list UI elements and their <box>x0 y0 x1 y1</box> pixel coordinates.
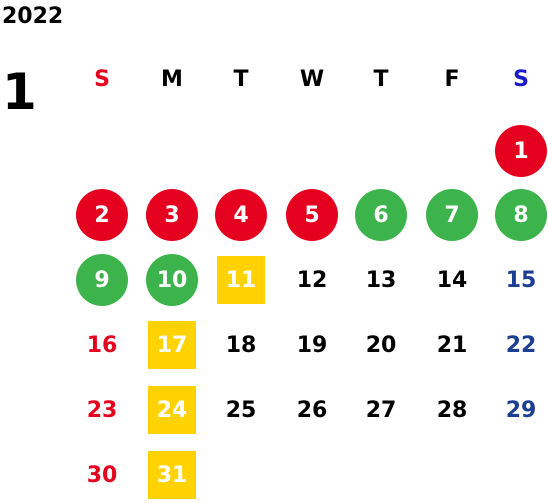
day-18[interactable]: 18 <box>225 332 257 358</box>
day-9[interactable]: 9 <box>76 254 128 306</box>
day-25[interactable]: 25 <box>225 397 257 423</box>
weekday-thursday: T <box>373 67 389 92</box>
day-26[interactable]: 26 <box>296 397 328 423</box>
day-6[interactable]: 6 <box>355 189 407 241</box>
day-31[interactable]: 31 <box>148 451 196 499</box>
day-22[interactable]: 22 <box>505 332 537 358</box>
day-7[interactable]: 7 <box>426 189 478 241</box>
day-10[interactable]: 10 <box>146 254 198 306</box>
day-11[interactable]: 11 <box>217 256 265 304</box>
day-24[interactable]: 24 <box>148 386 196 434</box>
weekday-sunday: S <box>94 67 110 92</box>
day-3[interactable]: 3 <box>146 189 198 241</box>
weekday-saturday: S <box>513 67 529 92</box>
day-4[interactable]: 4 <box>215 189 267 241</box>
day-30[interactable]: 30 <box>86 462 118 488</box>
day-2[interactable]: 2 <box>76 189 128 241</box>
day-28[interactable]: 28 <box>436 397 468 423</box>
day-21[interactable]: 21 <box>436 332 468 358</box>
day-19[interactable]: 19 <box>296 332 328 358</box>
day-27[interactable]: 27 <box>365 397 397 423</box>
day-5[interactable]: 5 <box>286 189 338 241</box>
month-number: 1 <box>2 63 37 121</box>
weekday-friday: F <box>444 67 460 92</box>
day-20[interactable]: 20 <box>365 332 397 358</box>
day-12[interactable]: 12 <box>296 267 328 293</box>
day-1[interactable]: 1 <box>495 125 547 177</box>
year-label: 2022 <box>2 4 64 29</box>
weekday-wednesday: W <box>299 67 325 92</box>
day-13[interactable]: 13 <box>365 267 397 293</box>
weekday-monday: M <box>161 67 183 92</box>
day-17[interactable]: 17 <box>148 321 196 369</box>
day-15[interactable]: 15 <box>505 267 537 293</box>
day-14[interactable]: 14 <box>436 267 468 293</box>
day-8[interactable]: 8 <box>495 189 547 241</box>
day-16[interactable]: 16 <box>86 332 118 358</box>
day-23[interactable]: 23 <box>86 397 118 423</box>
weekday-tuesday: T <box>233 67 249 92</box>
day-29[interactable]: 29 <box>505 397 537 423</box>
